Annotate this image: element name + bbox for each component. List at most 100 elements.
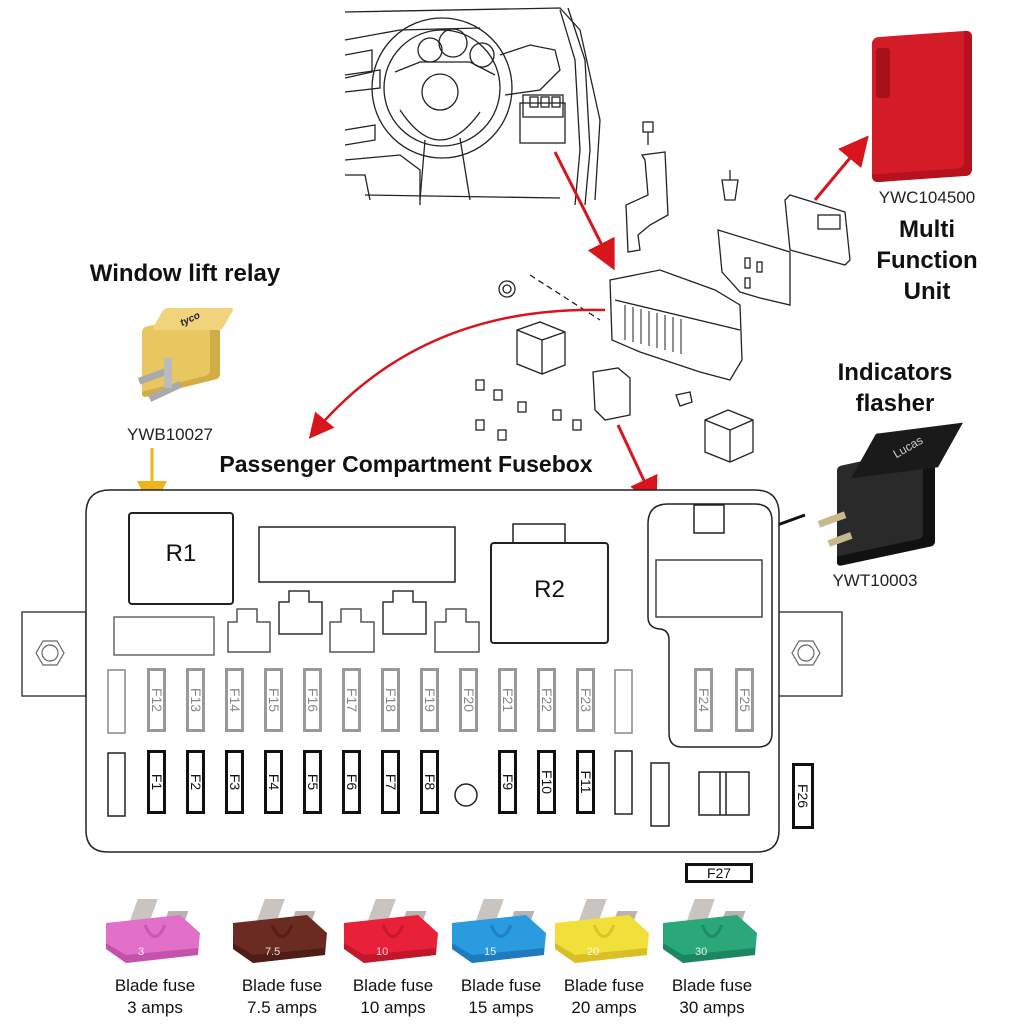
fusebox-title: Passenger Compartment Fusebox	[219, 451, 593, 477]
fuse-label: F1	[148, 773, 165, 791]
blade-fuse-rating-mark: 30	[695, 946, 707, 958]
fuse-f2[interactable]: F2	[186, 750, 205, 814]
multi-function-unit-photo	[872, 26, 978, 183]
indicators-flasher-photo: Lucas	[812, 418, 963, 568]
fuse-f21[interactable]: F21	[498, 668, 517, 732]
fuse-label: F20	[460, 687, 477, 713]
fuse-label: F2	[187, 773, 204, 791]
fuse-label: F21	[499, 687, 516, 713]
blade-fuse-icon: 30	[663, 899, 757, 963]
relay-r2-label: R2	[534, 576, 565, 603]
fuse-f20[interactable]: F20	[459, 668, 478, 732]
right-nut-icon	[791, 640, 821, 666]
fuse-f9[interactable]: F9	[498, 750, 517, 814]
right-module-outline	[647, 503, 773, 748]
fuse-label: F24	[695, 687, 712, 713]
fuse-f16[interactable]: F16	[303, 668, 322, 732]
left-mount-ear	[21, 611, 87, 697]
indicators-flasher-title: Indicators flasher	[837, 359, 953, 417]
mfu-title: Multi Function Unit	[876, 216, 978, 305]
blade-fuse-rating-mark: 7.5	[265, 946, 280, 958]
fuse-f11[interactable]: F11	[576, 750, 595, 814]
blade-fuse-icon: 20	[555, 899, 649, 963]
fuse-f19[interactable]: F19	[420, 668, 439, 732]
fuse-f6[interactable]: F6	[342, 750, 361, 814]
relay-r1-label: R1	[165, 540, 197, 567]
arrow-mfu	[813, 135, 869, 201]
window-lift-relay-title: Window lift relay	[89, 260, 281, 287]
fuse-f1[interactable]: F1	[147, 750, 166, 814]
indicators-flasher-part-number: YWT10003	[832, 571, 918, 590]
fuse-label: F6	[343, 773, 360, 791]
fuse-label: F7	[382, 773, 399, 791]
blade-fuse-icon: 10	[344, 899, 438, 963]
fuse-f3[interactable]: F3	[225, 750, 244, 814]
blade-fuse-rating-mark: 3	[138, 946, 144, 958]
exploded-parts	[475, 121, 851, 463]
arrow-fusebox-to-diagram	[308, 308, 606, 439]
fuse-f27[interactable]: F27	[685, 863, 753, 883]
fuse-label: F15	[265, 687, 282, 713]
blade-fuse-icon: 7.5	[233, 899, 327, 963]
fuse-label: F14	[226, 687, 243, 713]
fuse-label: F5	[304, 773, 321, 791]
fuse-label: F18	[382, 687, 399, 713]
fuse-f23[interactable]: F23	[576, 668, 595, 732]
dashboard-illustration	[344, 7, 601, 206]
blade-fuse-rating-mark: 15	[484, 946, 496, 958]
fuse-f4[interactable]: F4	[264, 750, 283, 814]
fuse-f17[interactable]: F17	[342, 668, 361, 732]
arrow-holder-to-module	[616, 424, 658, 508]
fuse-label: F19	[421, 687, 438, 713]
fuse-label: F17	[343, 687, 360, 713]
fuse-f15[interactable]: F15	[264, 668, 283, 732]
window-lift-relay-part-number: YWB10027	[127, 425, 213, 444]
arrow-dash-to-fusebox	[553, 151, 615, 271]
fuse-label: F13	[187, 687, 204, 713]
fuse-label: F11	[577, 770, 594, 794]
window-lift-relay-photo: tyco	[128, 300, 235, 410]
fuse-f8[interactable]: F8	[420, 750, 439, 814]
fuse-f24[interactable]: F24	[694, 668, 713, 732]
blade-fuse-rating-mark: 20	[587, 946, 599, 958]
fuse-f25[interactable]: F25	[735, 668, 754, 732]
mfu-part-number: YWC104500	[878, 188, 976, 207]
fuse-label: F25	[736, 687, 753, 713]
fuse-label: F4	[265, 773, 282, 791]
fuse-f12[interactable]: F12	[147, 668, 166, 732]
fuse-f7[interactable]: F7	[381, 750, 400, 814]
fuse-f18[interactable]: F18	[381, 668, 400, 732]
fuse-f26[interactable]: F26	[792, 763, 814, 829]
fuse-label: F10	[538, 769, 555, 795]
fuse-label: F9	[499, 773, 516, 791]
blade-fuse-rating-mark: 10	[376, 946, 388, 958]
blade-fuse-icon: 15	[452, 899, 546, 963]
fuse-label: F12	[148, 687, 165, 713]
fuse-f14[interactable]: F14	[225, 668, 244, 732]
fuse-f5[interactable]: F5	[303, 750, 322, 814]
left-nut-icon	[35, 640, 65, 666]
fuse-label: F23	[577, 687, 594, 713]
fuse-label: F8	[421, 773, 438, 791]
right-mount-ear	[777, 611, 843, 697]
fuse-label: F3	[226, 773, 243, 791]
fuse-label: F16	[304, 687, 321, 713]
fuse-f13[interactable]: F13	[186, 668, 205, 732]
fuse-label: F22	[538, 687, 555, 713]
fuse-f22[interactable]: F22	[537, 668, 556, 732]
relay-r2-slot	[490, 542, 609, 644]
blade-fuse-icon: 3	[106, 899, 200, 963]
fuse-f10[interactable]: F10	[537, 750, 556, 814]
